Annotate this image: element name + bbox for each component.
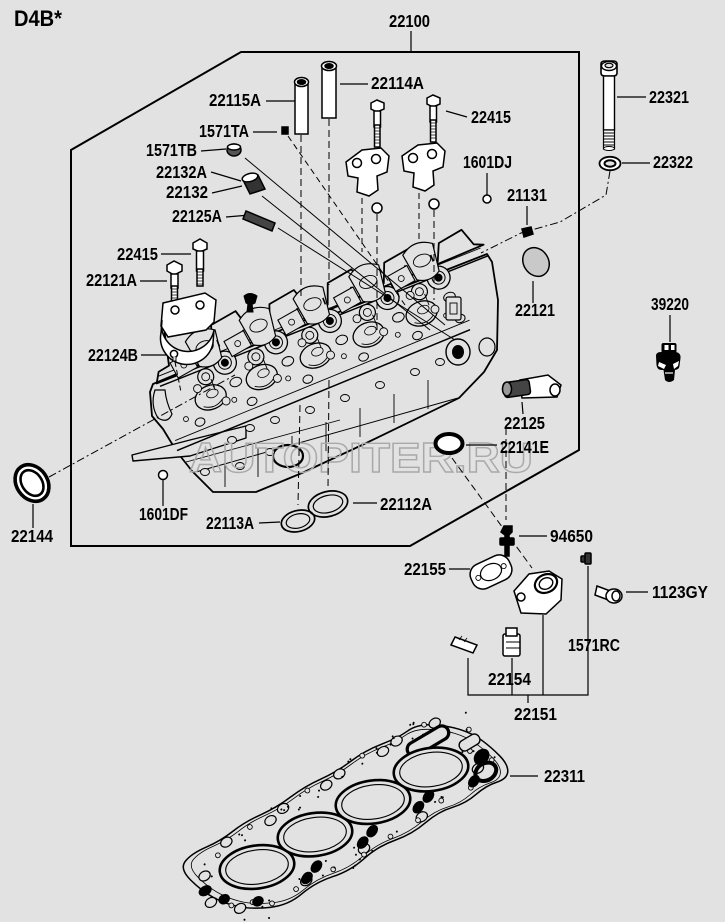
svg-text:D4B*: D4B* <box>14 6 62 31</box>
svg-text:22113A: 22113A <box>206 513 254 533</box>
svg-text:1601DF: 1601DF <box>139 504 188 524</box>
svg-text:22322: 22322 <box>653 152 693 172</box>
svg-text:22115A: 22115A <box>209 90 261 110</box>
svg-text:22415: 22415 <box>117 244 158 264</box>
svg-text:22100: 22100 <box>389 11 430 31</box>
svg-text:22155: 22155 <box>404 559 446 579</box>
svg-text:22154: 22154 <box>488 669 531 689</box>
svg-text:94650: 94650 <box>550 526 593 546</box>
svg-text:22125A: 22125A <box>172 206 222 226</box>
svg-text:22415: 22415 <box>471 107 511 127</box>
svg-text:22144: 22144 <box>11 526 53 546</box>
svg-text:22151: 22151 <box>514 704 557 724</box>
svg-text:22321: 22321 <box>649 87 689 107</box>
svg-text:22114A: 22114A <box>371 73 424 93</box>
svg-text:22125: 22125 <box>504 413 545 433</box>
svg-text:1123GY: 1123GY <box>652 582 708 602</box>
svg-text:22121A: 22121A <box>86 270 137 290</box>
svg-text:1601DJ: 1601DJ <box>463 152 512 172</box>
svg-text:22132: 22132 <box>166 182 208 202</box>
svg-text:21131: 21131 <box>507 185 547 205</box>
svg-text:AUTOPITER.RU: AUTOPITER.RU <box>189 434 533 481</box>
svg-text:22311: 22311 <box>544 766 585 786</box>
svg-text:22112A: 22112A <box>380 494 432 514</box>
svg-text:22141E: 22141E <box>500 437 549 457</box>
svg-text:22124B: 22124B <box>88 345 138 365</box>
svg-text:1571TB: 1571TB <box>146 140 197 160</box>
svg-text:1571RC: 1571RC <box>568 635 620 655</box>
svg-text:22132A: 22132A <box>156 162 207 182</box>
svg-text:39220: 39220 <box>651 294 689 314</box>
svg-text:22121: 22121 <box>515 300 555 320</box>
svg-text:1571TA: 1571TA <box>199 121 249 141</box>
